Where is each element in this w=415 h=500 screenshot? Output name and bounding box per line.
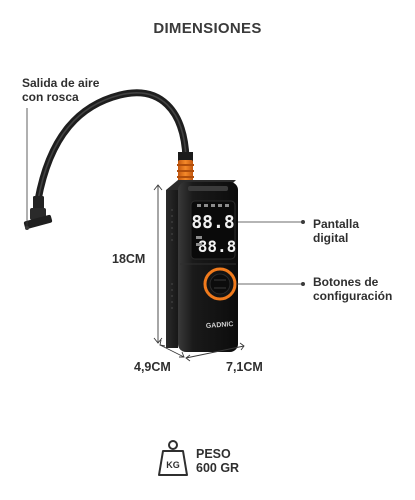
width-dimension-line	[185, 345, 245, 359]
display-label: Pantalla digital	[313, 217, 359, 245]
threaded-nozzle	[23, 196, 53, 230]
display-label-line1: Pantalla	[313, 217, 360, 231]
weight-icon-text: KG	[166, 460, 180, 470]
weight-icon: KG	[158, 440, 188, 476]
display-readout-top: 88.8	[191, 212, 234, 233]
brand-logo: GADNIC	[206, 321, 234, 330]
weight-info: PESO 600 GR	[196, 447, 239, 475]
weight-value: 600 GR	[196, 461, 240, 475]
weight-label: PESO	[196, 447, 231, 461]
display-readout-bottom: 88.8	[198, 237, 237, 256]
page-title: DIMENSIONES	[153, 20, 262, 37]
buttons-label-line1: Botones de	[313, 275, 379, 289]
orange-connector	[177, 152, 194, 182]
depth-dimension-line	[159, 344, 185, 358]
air-hose	[34, 89, 190, 204]
air-outlet-label: Salida de aire con rosca	[22, 76, 99, 104]
width-label: 7,1CM	[226, 360, 263, 374]
buttons-label: Botones de configuración	[313, 275, 392, 303]
display-label-line2: digital	[313, 231, 349, 245]
depth-label: 4,9CM	[134, 360, 171, 374]
buttons-label-line2: configuración	[313, 289, 393, 303]
air-outlet-label-line2: con rosca	[22, 90, 79, 104]
device-body: 88.8 88.8 GADNIC	[166, 180, 238, 352]
air-outlet-label-line1: Salida de aire	[22, 76, 100, 90]
height-label: 18CM	[112, 252, 146, 266]
